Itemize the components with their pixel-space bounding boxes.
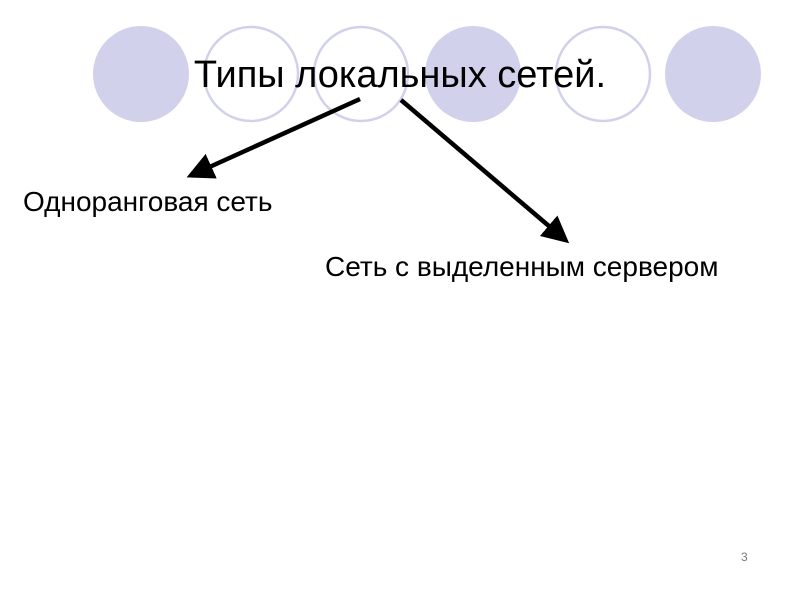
- item-peer-network: Одноранговая сеть: [23, 186, 273, 217]
- slide-number: 3: [741, 550, 748, 564]
- circle-outline-1: [202, 25, 300, 123]
- arrow-to-peer-network: [186, 96, 361, 179]
- circle-outline-3: [554, 25, 652, 123]
- slide-title: Типы локальных сетей.: [193, 54, 607, 96]
- item-server-network: Сеть с выделенным сервером: [325, 251, 719, 282]
- circle-filled-1: [93, 26, 189, 122]
- circle-filled-2: [425, 26, 521, 122]
- circle-filled-3: [665, 26, 761, 122]
- arrow-to-server-network: [399, 98, 570, 244]
- circle-outline-2: [312, 25, 410, 123]
